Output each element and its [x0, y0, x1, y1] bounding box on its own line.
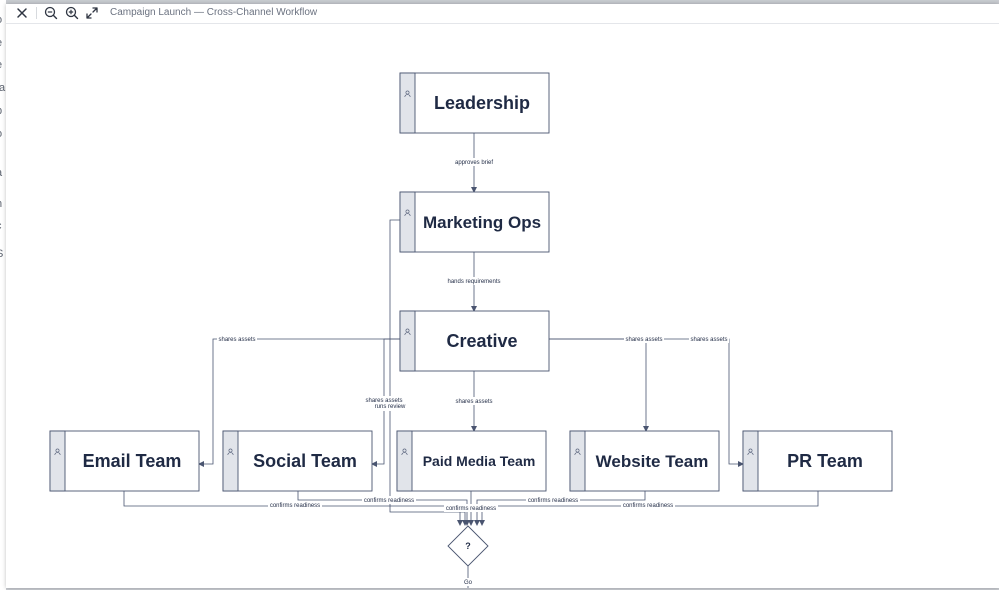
edge-labels: approves brief hands requirements shares…	[217, 158, 729, 586]
node-email-team[interactable]: Email Team	[49, 430, 200, 492]
diagram-title: Campaign Launch — Cross-Channel Workflow	[110, 7, 318, 18]
node-leadership[interactable]: Leadership	[399, 72, 550, 134]
node-website-team[interactable]: Website Team	[569, 430, 720, 492]
zoom-in-icon	[65, 6, 79, 20]
node-label-email-team: Email Team	[83, 451, 182, 471]
decision-label: ?	[465, 541, 471, 551]
expand-icon	[86, 7, 98, 19]
user-icon	[404, 90, 411, 98]
edge-label-go: Go	[464, 580, 473, 586]
node-label-social-team: Social Team	[253, 451, 357, 471]
zoom-out-button[interactable]	[42, 5, 60, 21]
node-pr-team[interactable]: PR Team	[742, 430, 893, 492]
user-icon	[747, 448, 754, 456]
background-text: a	[0, 167, 2, 179]
nodes: Leadership Marketing Ops Creative	[49, 72, 893, 567]
edge-label-confirms-social: confirms readiness	[364, 498, 414, 504]
node-label-marketing-ops: Marketing Ops	[423, 213, 541, 232]
zoom-out-icon	[44, 6, 58, 20]
user-icon	[227, 448, 234, 456]
zoom-in-button[interactable]	[63, 5, 81, 21]
edge-label-shares-assets-paid: shares assets	[455, 399, 492, 405]
node-creative[interactable]: Creative	[399, 310, 550, 372]
background-text: c	[0, 220, 2, 232]
edge-label-runs-review: runs review	[375, 404, 406, 410]
user-icon	[574, 448, 581, 456]
viewer-toolbar: Campaign Launch — Cross-Channel Workflow	[6, 4, 999, 24]
user-icon	[54, 448, 61, 456]
user-icon	[401, 448, 408, 456]
diagram-canvas: approves brief hands requirements shares…	[49, 72, 893, 588]
edge-label-confirms-pr: confirms readiness	[623, 503, 673, 509]
user-icon	[404, 209, 411, 217]
node-social-team[interactable]: Social Team	[222, 430, 373, 492]
edge-label-confirms-paid: confirms readiness	[446, 506, 496, 512]
background-text: h	[0, 198, 2, 210]
node-label-paid-media-team: Paid Media Team	[423, 453, 536, 469]
toolbar-divider	[36, 7, 37, 19]
edge-label-confirms-email: confirms readiness	[270, 503, 320, 509]
edge-runs-review	[389, 219, 468, 526]
edge-label-hands-requirements: hands requirements	[447, 279, 500, 285]
edge-label-shares-assets-website: shares assets	[625, 337, 662, 343]
background-text: S	[0, 248, 3, 260]
diagram-viewer-modal: Campaign Launch — Cross-Channel Workflow	[6, 4, 999, 588]
background-text: e	[0, 59, 2, 71]
node-paid-media-team[interactable]: Paid Media Team	[396, 430, 547, 492]
close-icon	[17, 8, 27, 18]
node-label-leadership: Leadership	[434, 93, 530, 113]
background-page-strip: o e e ta p o a h c S	[0, 0, 6, 590]
background-text: p	[0, 105, 2, 117]
close-button[interactable]	[13, 5, 31, 21]
edge-label-approves-brief: approves brief	[455, 160, 493, 166]
edge-label-shares-assets-social: shares assets	[365, 398, 402, 404]
node-marketing-ops[interactable]: Marketing Ops	[399, 191, 550, 253]
node-label-creative: Creative	[446, 331, 517, 351]
edge-label-confirms-website: confirms readiness	[528, 498, 578, 504]
background-text: o	[0, 14, 2, 26]
background-text: ta	[0, 82, 6, 94]
node-label-website-team: Website Team	[596, 452, 709, 471]
background-text: o	[0, 128, 2, 140]
expand-button[interactable]	[83, 5, 101, 21]
node-label-pr-team: PR Team	[787, 451, 863, 471]
decision-node[interactable]: ?	[447, 525, 489, 567]
background-text: e	[0, 37, 2, 49]
user-icon	[404, 328, 411, 336]
edge-shares-assets-website	[549, 338, 649, 432]
edge-label-shares-assets-email: shares assets	[218, 337, 255, 343]
edge-label-shares-assets-pr: shares assets	[690, 337, 727, 343]
edge-shares-assets-email	[198, 338, 400, 467]
